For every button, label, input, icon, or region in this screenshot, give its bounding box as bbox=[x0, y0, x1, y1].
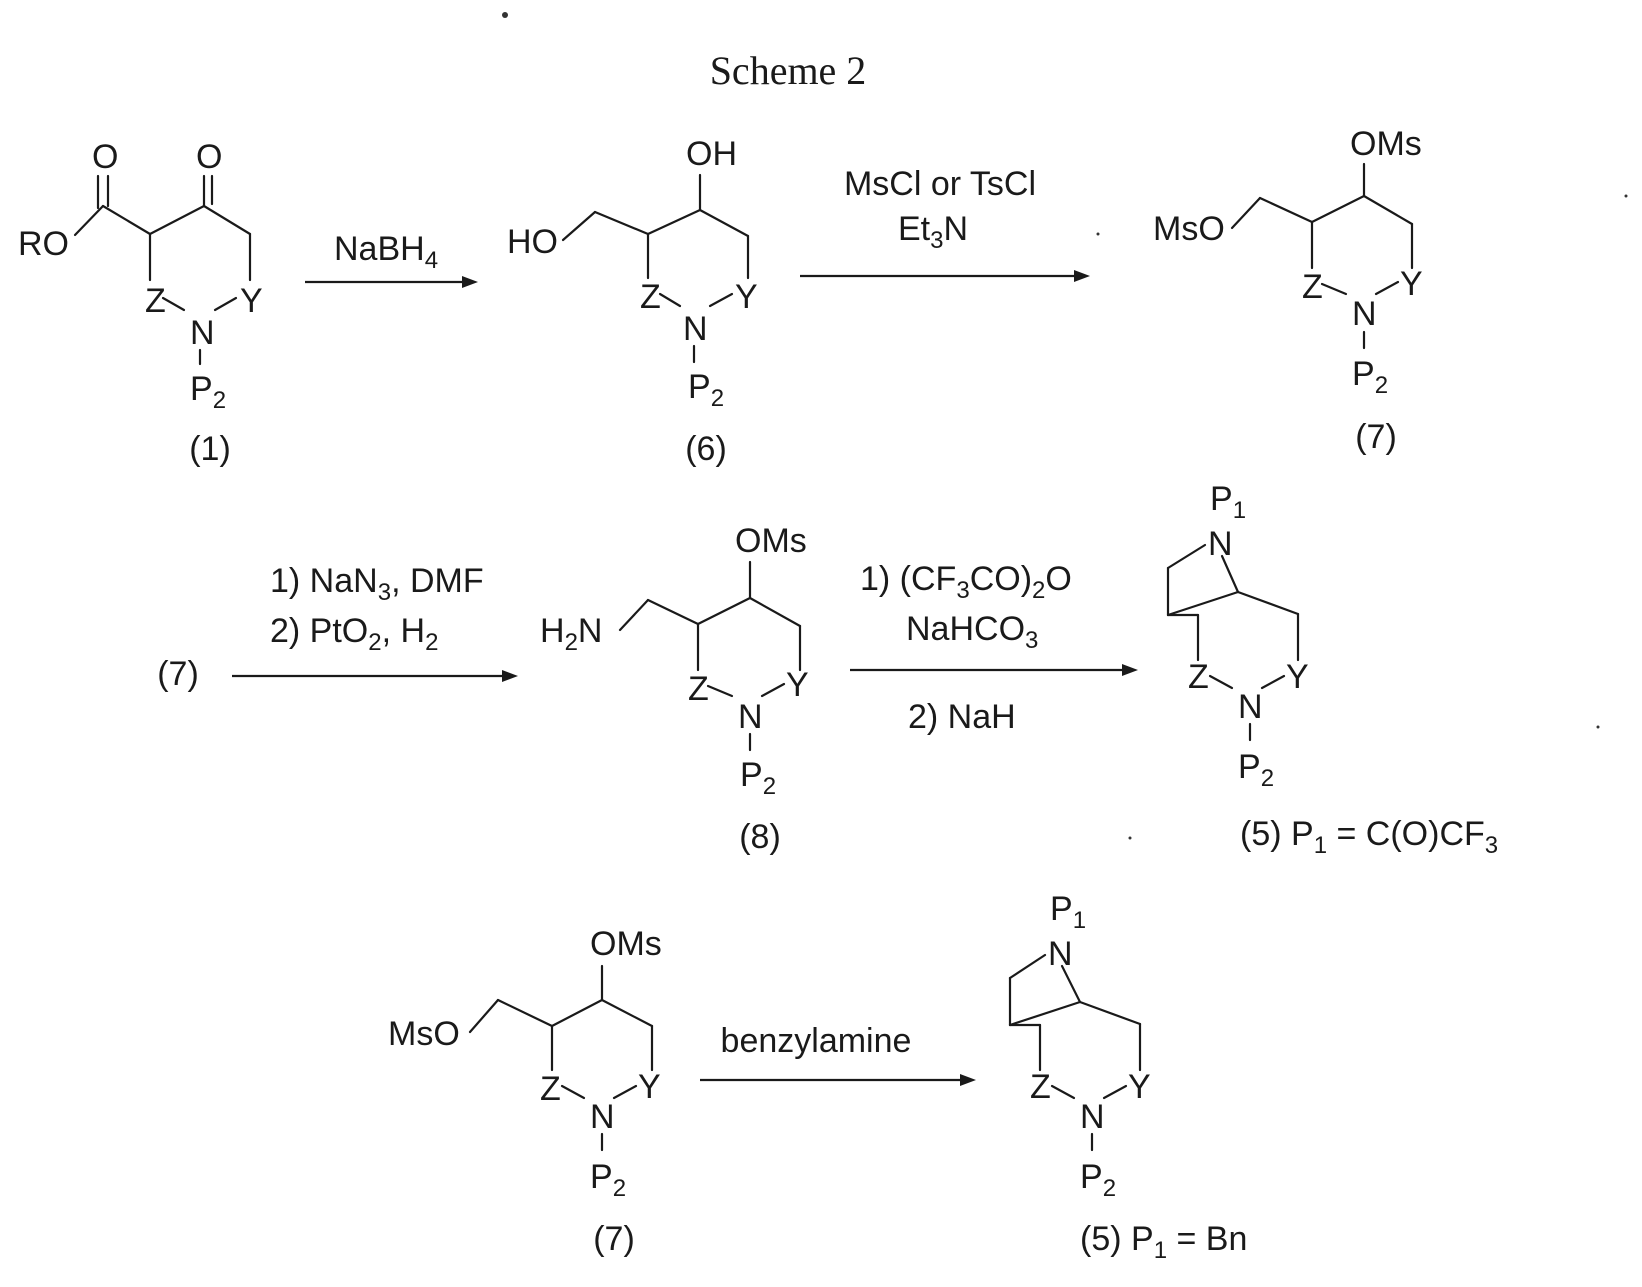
atom-n: N bbox=[590, 1098, 615, 1136]
atom-n: N bbox=[1352, 295, 1377, 333]
reagent-nahco3: NaHCO3 bbox=[906, 610, 1038, 654]
scan-speck bbox=[1097, 233, 1100, 236]
atom-n: N bbox=[738, 698, 763, 736]
atom-ho: HO bbox=[507, 223, 558, 261]
arrow-5 bbox=[700, 1074, 976, 1086]
atom-h2n: H2N bbox=[540, 612, 602, 656]
atom-y: Y bbox=[1128, 1068, 1151, 1106]
scan-speck bbox=[1625, 195, 1628, 198]
atom-n: N bbox=[1208, 525, 1233, 563]
atom-z: Z bbox=[688, 670, 709, 708]
scan-speck bbox=[1597, 726, 1600, 729]
compound-5b-structure: P1 N Z N Y P2 bbox=[1010, 890, 1151, 1202]
compound-6-structure: OH HO Z N Y P2 bbox=[507, 135, 758, 412]
atom-p1: P1 bbox=[1210, 480, 1246, 524]
atom-oh: OH bbox=[686, 135, 737, 173]
compound-label-8: (8) bbox=[739, 818, 781, 856]
reagent-et3n: Et3N bbox=[898, 210, 968, 254]
compound-label-1: (1) bbox=[189, 430, 231, 468]
compound-7-structure: OMs MsO Z N Y P2 bbox=[1153, 125, 1423, 399]
compound-label-5a: (5) P1 = C(O)CF3 bbox=[1240, 815, 1498, 859]
compound-label-7-start: (7) bbox=[157, 655, 199, 693]
compound-label-7-bottom: (7) bbox=[593, 1220, 635, 1258]
atom-n: N bbox=[1238, 688, 1263, 726]
scan-speck bbox=[1129, 837, 1132, 840]
atom-p2: P2 bbox=[1352, 355, 1388, 399]
atom-y: Y bbox=[1286, 658, 1309, 696]
atom-p2: P2 bbox=[590, 1158, 626, 1202]
atom-p2: P2 bbox=[190, 370, 226, 414]
reagent-mscl-tscl: MsCl or TsCl bbox=[844, 165, 1036, 203]
atom-y: Y bbox=[240, 282, 263, 320]
atom-y: Y bbox=[735, 278, 758, 316]
atom-oms: OMs bbox=[735, 522, 807, 560]
atom-mso: MsO bbox=[388, 1015, 460, 1053]
reagent-tfaa: 1) (CF3CO)2O bbox=[860, 560, 1072, 604]
reagent-nan3-dmf: 1) NaN3, DMF bbox=[270, 562, 484, 606]
atom-p2: P2 bbox=[740, 756, 776, 800]
compound-1-structure: O O RO Z N Y P2 bbox=[18, 138, 263, 414]
atom-p1: P1 bbox=[1050, 890, 1086, 934]
reagent-pto2-h2: 2) PtO2, H2 bbox=[270, 612, 438, 656]
atom-n: N bbox=[190, 314, 215, 352]
atom-z: Z bbox=[540, 1070, 561, 1108]
atom-o: O bbox=[92, 138, 118, 176]
arrow-2 bbox=[800, 270, 1090, 282]
compound-label-7-top: (7) bbox=[1355, 418, 1397, 456]
atom-mso: MsO bbox=[1153, 210, 1225, 248]
atom-z: Z bbox=[1302, 268, 1323, 306]
atom-n: N bbox=[1048, 935, 1073, 973]
atom-y: Y bbox=[1400, 265, 1423, 303]
atom-n: N bbox=[1080, 1098, 1105, 1136]
compound-5a-structure: P1 N Z N Y P2 bbox=[1168, 480, 1309, 792]
atom-p2: P2 bbox=[1238, 748, 1274, 792]
scan-speck bbox=[502, 12, 508, 18]
atom-n: N bbox=[683, 310, 708, 348]
reagent-nah: 2) NaH bbox=[908, 698, 1016, 736]
compound-7b-structure: OMs MsO Z N Y P2 bbox=[388, 925, 662, 1202]
atom-p2: P2 bbox=[1080, 1158, 1116, 1202]
compound-label-6: (6) bbox=[685, 430, 727, 468]
atom-oms: OMs bbox=[1350, 125, 1422, 163]
atom-o: O bbox=[196, 138, 222, 176]
atom-y: Y bbox=[786, 666, 809, 704]
reagent-nabh4: NaBH4 bbox=[334, 230, 438, 274]
atom-z: Z bbox=[1030, 1068, 1051, 1106]
scheme-title: Scheme 2 bbox=[710, 48, 867, 93]
atom-ro: RO bbox=[18, 225, 69, 263]
atom-z: Z bbox=[145, 282, 166, 320]
atom-p2: P2 bbox=[688, 368, 724, 412]
atom-y: Y bbox=[638, 1068, 661, 1106]
arrow-4 bbox=[850, 664, 1138, 676]
reagent-benzylamine: benzylamine bbox=[721, 1022, 912, 1060]
arrow-3 bbox=[232, 670, 518, 682]
compound-label-5b: (5) P1 = Bn bbox=[1080, 1220, 1247, 1264]
atom-z: Z bbox=[1188, 658, 1209, 696]
arrow-1 bbox=[305, 276, 478, 288]
compound-8-structure: OMs H2N Z N Y P2 bbox=[540, 522, 809, 800]
atom-z: Z bbox=[640, 278, 661, 316]
atom-oms: OMs bbox=[590, 925, 662, 963]
